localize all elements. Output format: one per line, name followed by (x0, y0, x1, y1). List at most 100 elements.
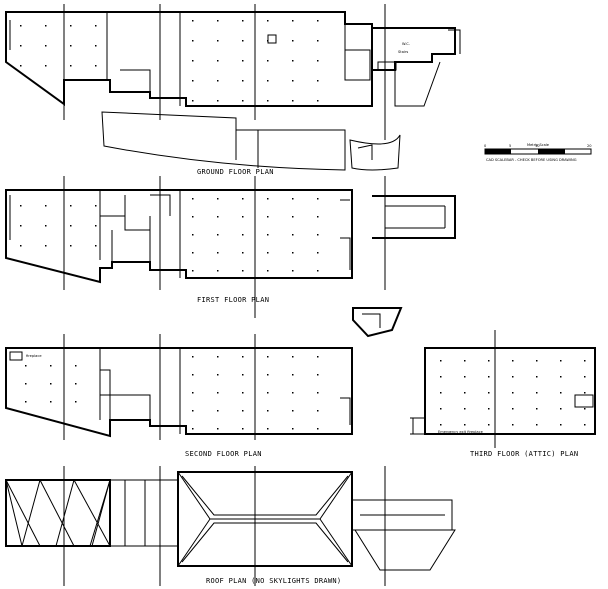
column-dot (488, 408, 490, 410)
column-dot (50, 383, 52, 385)
column-dot (267, 100, 269, 102)
column-dot (292, 80, 294, 82)
column-dot (70, 25, 72, 27)
scale-tick-0: 0 (484, 144, 487, 148)
scale-tick-5: 5 (509, 144, 511, 148)
column-dot (317, 374, 319, 376)
section-lines (63, 4, 496, 586)
column-dot (95, 225, 97, 227)
column-dot (292, 100, 294, 102)
column-dot (488, 376, 490, 378)
column-dot (317, 80, 319, 82)
column-dot (192, 234, 194, 236)
column-dot (267, 40, 269, 42)
column-dot (242, 80, 244, 82)
column-dot (192, 356, 194, 358)
column-dot (45, 45, 47, 47)
column-dot (317, 252, 319, 254)
column-dot (242, 252, 244, 254)
column-dot (70, 225, 72, 227)
column-dot (440, 424, 442, 426)
column-dot (267, 374, 269, 376)
column-dot (70, 205, 72, 207)
column-dot (45, 205, 47, 207)
column-dot (536, 408, 538, 410)
column-dot (217, 80, 219, 82)
column-dot (217, 428, 219, 430)
scale-tick-20: 20 (587, 144, 592, 148)
column-dot (560, 360, 562, 362)
column-dot (217, 198, 219, 200)
metric-scale: Metric Scale 0 5 10 20 CAD SCALEBAR - CH… (484, 143, 592, 162)
column-dot (464, 392, 466, 394)
column-dot (440, 392, 442, 394)
scale-title: Metric Scale (527, 143, 550, 147)
column-dot (292, 40, 294, 42)
column-dot (317, 392, 319, 394)
column-dot (584, 424, 586, 426)
column-dot (95, 25, 97, 27)
column-dot (192, 60, 194, 62)
column-dot (242, 428, 244, 430)
column-dot (45, 225, 47, 227)
column-dot (464, 424, 466, 426)
column-dot (192, 20, 194, 22)
column-dot (317, 60, 319, 62)
column-dot (317, 40, 319, 42)
column-dot (217, 216, 219, 218)
column-dot (464, 360, 466, 362)
stair-label: Stairs (398, 50, 408, 54)
column-dot (317, 234, 319, 236)
column-dot (440, 376, 442, 378)
column-dot (192, 428, 194, 430)
column-dot (192, 100, 194, 102)
column-dot (512, 376, 514, 378)
scale-tick-10: 10 (535, 144, 540, 148)
column-dot (20, 65, 22, 67)
column-dot (50, 365, 52, 367)
column-dot (292, 428, 294, 430)
column-dot (242, 100, 244, 102)
column-dot (217, 270, 219, 272)
column-dot (464, 408, 466, 410)
column-dot (317, 270, 319, 272)
column-dot (292, 60, 294, 62)
column-dot (584, 392, 586, 394)
column-dot (267, 60, 269, 62)
column-dot (70, 65, 72, 67)
fireplace-label: fireplace (26, 354, 42, 358)
column-dot (75, 383, 77, 385)
column-dot (560, 408, 562, 410)
column-dot (242, 392, 244, 394)
column-dot (242, 216, 244, 218)
column-dot (95, 45, 97, 47)
column-dot (267, 252, 269, 254)
ground-floor-title: GROUND FLOOR PLAN (197, 168, 274, 176)
third-floor-title: THIRD FLOOR (ATTIC) PLAN (470, 450, 578, 458)
column-dot (217, 40, 219, 42)
column-dot (536, 392, 538, 394)
column-dot (20, 245, 22, 247)
column-dot (25, 365, 27, 367)
first-floor-title: FIRST FLOOR PLAN (197, 296, 269, 304)
column-dot (267, 216, 269, 218)
column-dot (292, 20, 294, 22)
column-dot (317, 20, 319, 22)
column-dot (45, 245, 47, 247)
column-dot (45, 25, 47, 27)
column-dot (560, 376, 562, 378)
column-dot (512, 392, 514, 394)
column-dot (512, 360, 514, 362)
column-dot (25, 383, 27, 385)
column-dot (267, 234, 269, 236)
column-dot (192, 198, 194, 200)
column-dot (217, 356, 219, 358)
roof-plan: ROOF PLAN (NO SKYLIGHTS DRAWN) (5, 471, 456, 585)
column-dot (292, 198, 294, 200)
column-dot (20, 205, 22, 207)
column-dot (267, 80, 269, 82)
column-dot (20, 45, 22, 47)
column-dot (192, 252, 194, 254)
column-dot (217, 392, 219, 394)
